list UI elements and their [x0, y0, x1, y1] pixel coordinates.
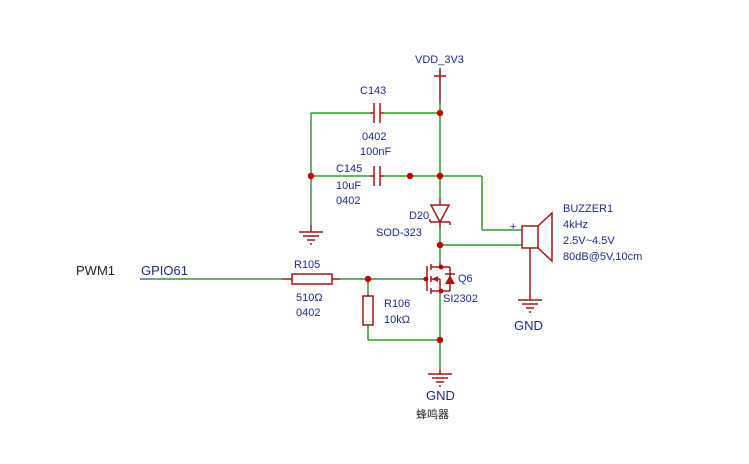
- r106-ref: R106: [384, 298, 410, 310]
- wires: [140, 103, 522, 370]
- port-pwm1: PWM1: [76, 263, 115, 278]
- buzzer-ref: BUZZER1: [563, 203, 613, 215]
- c143-value: 100nF: [360, 146, 391, 158]
- mosfet-arrow: [432, 276, 438, 282]
- diode-d20: [429, 199, 451, 228]
- r106-value: 10kΩ: [384, 314, 410, 326]
- r105-package: 0402: [296, 307, 320, 319]
- resistor-r105: [282, 273, 340, 285]
- ground-symbol-main: [428, 370, 452, 387]
- capacitor-c143: [370, 103, 384, 123]
- d20-package: SOD-323: [376, 227, 422, 239]
- c143-package: 0402: [362, 131, 386, 143]
- gnd-buzzer-label: GND: [514, 318, 543, 333]
- c145-ref: C145: [336, 163, 362, 175]
- ground-symbol-buzzer: [518, 268, 542, 313]
- r105-ref: R105: [294, 259, 320, 271]
- buzzer-freq: 4kHz: [563, 219, 588, 231]
- vdd-power-port: [434, 68, 446, 103]
- buzzer-pin-plus: +: [510, 221, 516, 233]
- r105-value: 510Ω: [296, 292, 323, 304]
- vdd-net-label: VDD_3V3: [415, 54, 464, 66]
- capacitor-c145: [370, 166, 384, 186]
- ground-symbol-caps: [299, 225, 323, 245]
- schematic-caption: 蜂鸣器: [416, 407, 449, 421]
- gpio-net-label: GPIO61: [141, 263, 188, 278]
- gnd-main-label: GND: [426, 388, 455, 403]
- c145-value: 10uF: [336, 180, 361, 192]
- buzzer-spl: 80dB@5V,10cm: [563, 251, 642, 263]
- q6-part: SI2302: [443, 293, 478, 305]
- buzzer-symbol: [521, 211, 553, 268]
- c143-ref: C143: [360, 85, 386, 97]
- q6-ref: Q6: [458, 273, 473, 285]
- buzzer-voltage: 2.5V~4.5V: [563, 235, 615, 247]
- resistor-r106: [362, 294, 374, 326]
- junctions: [307, 109, 444, 344]
- d20-ref: D20: [409, 210, 429, 222]
- c145-package: 0402: [336, 195, 360, 207]
- body-diode-triangle: [445, 275, 455, 284]
